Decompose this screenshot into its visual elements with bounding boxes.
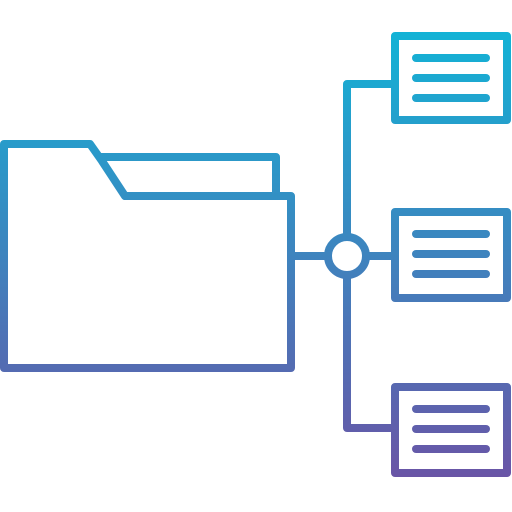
folder-back-tab bbox=[96, 153, 280, 197]
branch-bottom bbox=[343, 271, 397, 432]
document-top-icon bbox=[391, 32, 511, 124]
folder-body bbox=[0, 140, 295, 372]
hub-node-icon bbox=[324, 233, 370, 279]
document-bottom-icon bbox=[391, 383, 511, 477]
document-middle-icon bbox=[391, 208, 511, 302]
branch-top bbox=[343, 80, 397, 241]
